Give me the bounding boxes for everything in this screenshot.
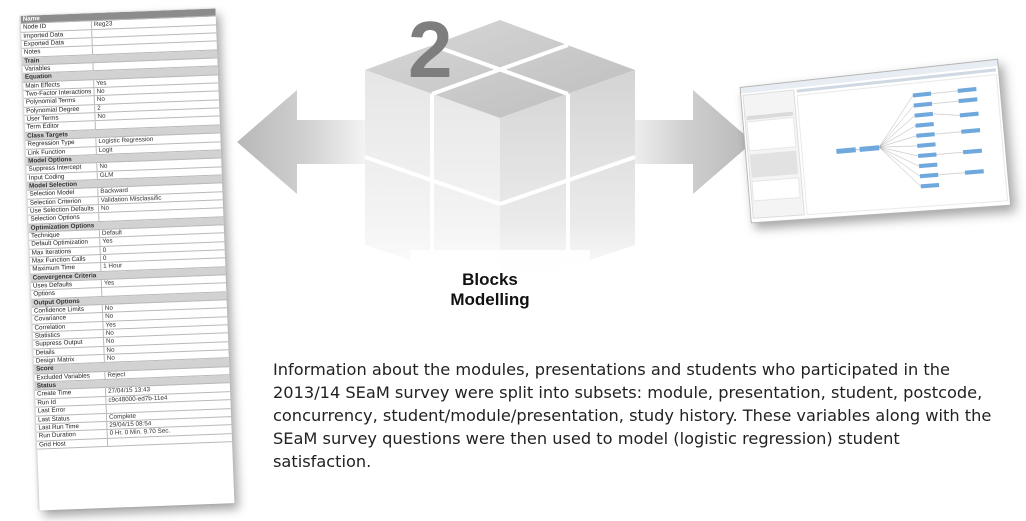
cube-caption-line2: Modelling — [450, 290, 530, 309]
left-arrow-icon — [237, 90, 385, 194]
property-name: Grid Host — [36, 438, 109, 449]
description-text: Information about the modules, presentat… — [273, 358, 993, 473]
cube-caption: Blocks Modelling — [420, 270, 560, 310]
cube-caption-line1: Blocks — [462, 270, 518, 289]
right-arrow-icon — [605, 90, 753, 194]
blocks-cube-icon — [364, 20, 636, 290]
cube-number: 2 — [408, 5, 452, 94]
description-paragraph: Information about the modules, presentat… — [273, 360, 992, 471]
process-flow-diagram — [740, 59, 1011, 223]
process-flow-screenshot — [739, 58, 1012, 224]
